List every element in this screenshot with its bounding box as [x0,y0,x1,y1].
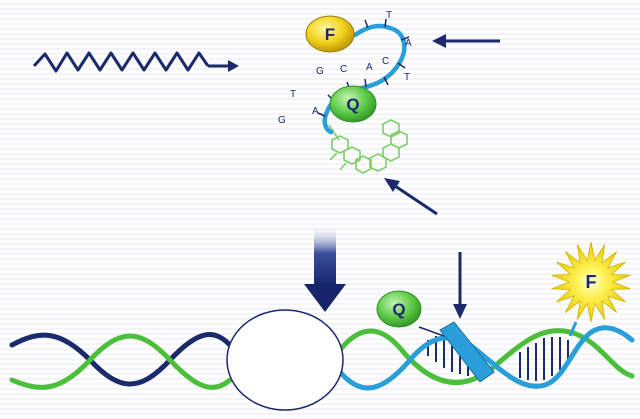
released-quencher: Q [376,290,422,328]
zigzag-strand-arrow [32,51,239,73]
quencher-pointer-arrow [384,178,438,216]
probe-fluorophore: F [305,15,355,53]
probe-quencher-label: Q [346,95,359,114]
probe-bases: A T T C A C G T G A [278,10,412,126]
base-letter: A [405,38,412,49]
base-letter: G [316,66,324,77]
base-letter: T [404,72,410,83]
base-letter: A [312,106,319,117]
probe-fluorophore-label: F [325,25,335,44]
probe-pointer-arrow [432,34,500,48]
base-letter: C [340,64,347,75]
thin-down-arrow [453,252,467,319]
released-fluorophore-label: F [586,272,597,292]
probe-quencher: Q [329,85,377,123]
released-quencher-label: Q [392,300,405,319]
base-letter: G [278,115,286,126]
released-fluorophore-star: F [551,241,631,323]
base-letter: C [382,56,389,67]
base-letter: A [366,62,373,73]
base-letter: T [290,89,296,100]
enzyme-ellipse [226,309,344,411]
bound-probe-segment [418,321,578,383]
base-pair-rungs [427,336,569,381]
hairpin-probe [317,18,410,135]
quencher-ring-structure [328,119,408,174]
large-down-arrow [304,226,346,312]
base-letter: T [386,10,392,21]
